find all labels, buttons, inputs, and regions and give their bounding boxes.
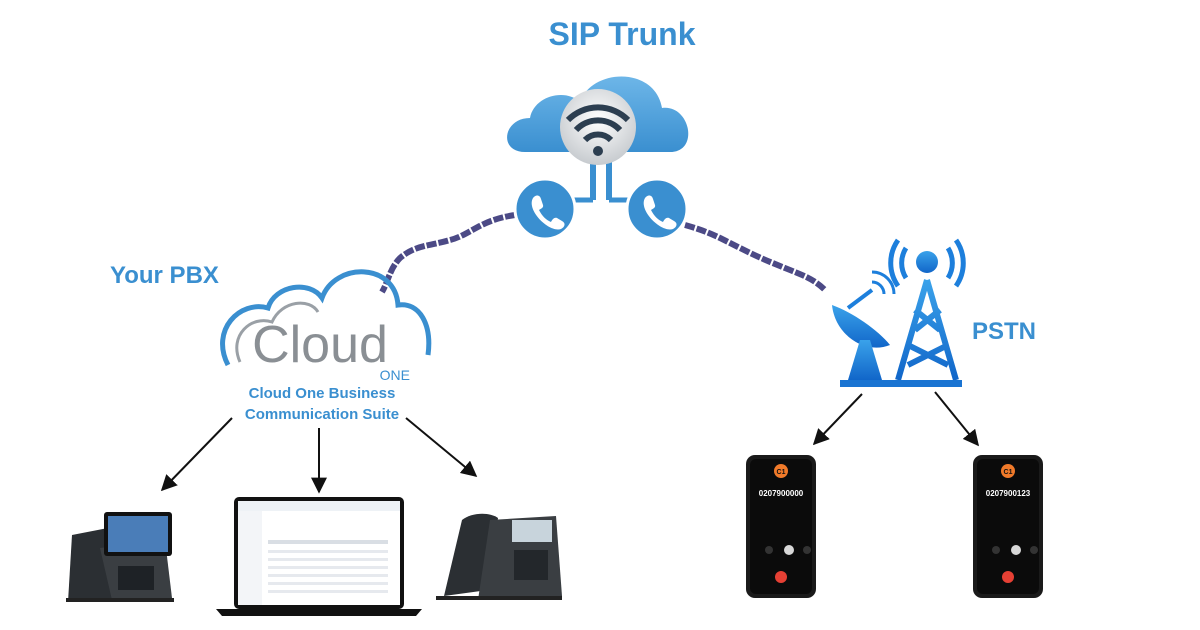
mobile-2-badge: C1 <box>1004 469 1013 476</box>
arrow-to-video-phone <box>160 417 233 492</box>
mobile-1-badge: C1 <box>777 469 786 476</box>
pbx-label: Your PBX <box>110 262 219 289</box>
phone-circle-left-icon <box>513 177 577 241</box>
pbx-product-name: Cloud One Business Communication Suite <box>244 385 400 423</box>
phone-circle-right-icon <box>625 177 689 241</box>
hangup-icon <box>775 571 787 583</box>
arrow-to-desk-phone <box>405 417 478 478</box>
logo-sub: ONE <box>380 367 410 383</box>
pstn-label: PSTN <box>972 318 1037 345</box>
cable-sip-to-pbx <box>379 212 516 294</box>
video-desk-phone-icon <box>66 512 174 602</box>
wifi-icon <box>560 89 636 165</box>
mobile-2-number: 0207900123 <box>986 489 1031 498</box>
arrow-to-mobile-1 <box>812 393 863 446</box>
c1-badge-icon <box>1001 464 1015 478</box>
sip-trunk-title: SIP Trunk <box>548 16 696 52</box>
logo-word: Cloud <box>252 316 388 374</box>
mobile-1-number: 0207900000 <box>759 489 804 498</box>
laptop-icon <box>216 497 422 616</box>
mobile-phone-2: C1 0207900123 <box>973 455 1043 598</box>
pstn-tower-icon <box>840 238 966 387</box>
c1-badge-icon <box>774 464 788 478</box>
cloud-one-logo: Cloud ONE <box>220 269 432 383</box>
satellite-dish-icon <box>832 270 896 380</box>
mobile-phone-1: C1 0207900000 <box>746 455 816 598</box>
cable-sip-to-pstn <box>684 222 828 293</box>
arrow-to-mobile-2 <box>934 391 980 447</box>
desk-phone-icon <box>436 513 562 600</box>
hangup-icon <box>1002 571 1014 583</box>
